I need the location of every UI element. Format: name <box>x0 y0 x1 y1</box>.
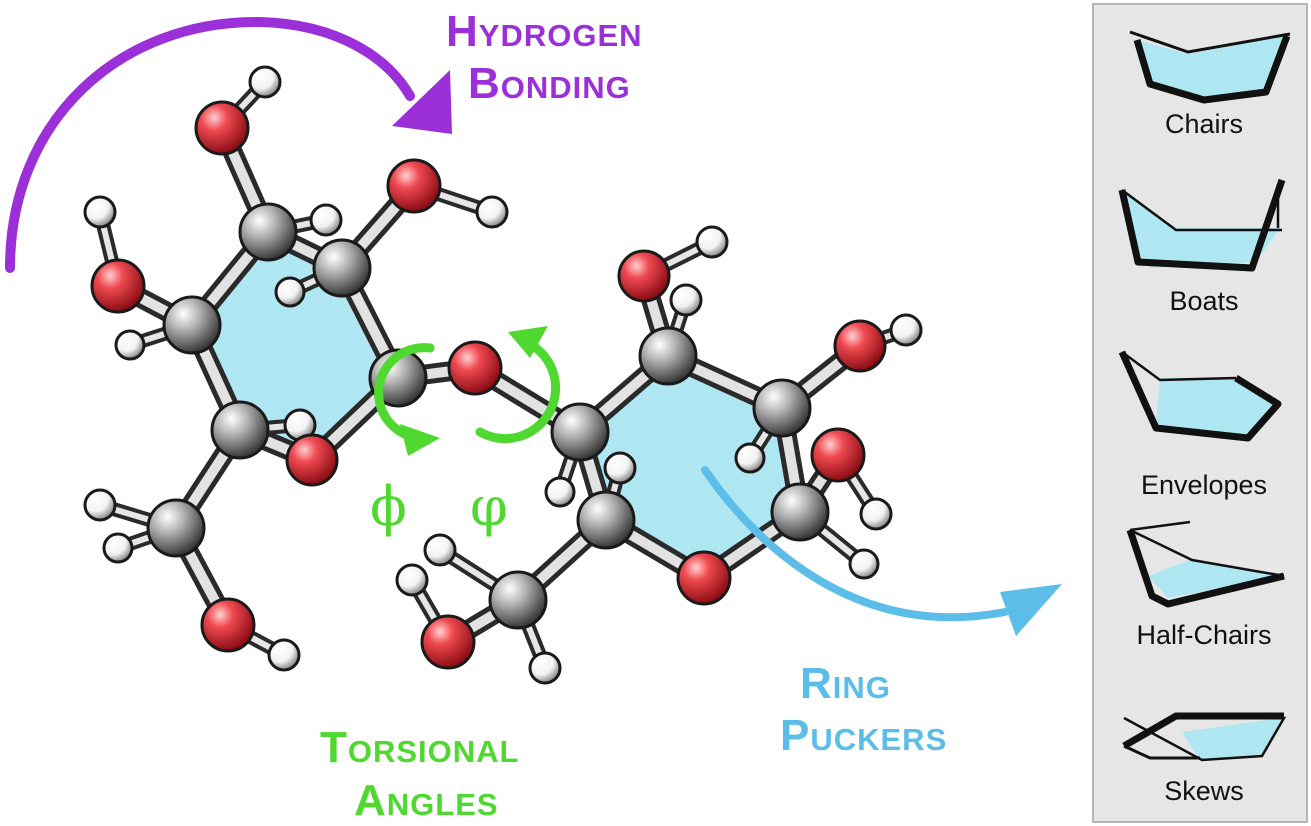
hydrogen-bonding-line-2: Bonding <box>468 59 631 108</box>
phi-symbol: ϕ <box>370 475 407 538</box>
hydrogen-atoms <box>83 65 923 685</box>
torsional-angles-line-1: Torsional <box>320 723 520 772</box>
envelope-conformation-icon <box>1118 350 1282 442</box>
ring-puckers-line-1: Ring <box>800 659 891 708</box>
torsional-angles-label: Torsional Angles <box>320 723 520 825</box>
psi-symbol: φ <box>470 475 508 538</box>
torsional-angles-line-2: Angles <box>354 776 499 825</box>
torsion-arrow-psi <box>475 326 561 444</box>
boats-label: Boats <box>1169 286 1238 316</box>
carbon-atoms <box>146 202 830 630</box>
chair-conformation-icon <box>1129 30 1291 104</box>
hydrogen-bonding-label: Hydrogen Bonding <box>446 7 643 108</box>
hydrogen-bonding-line-1: Hydrogen <box>446 7 643 56</box>
half-chairs-label: Half-Chairs <box>1136 620 1271 650</box>
ring-puckers-line-2: Puckers <box>780 711 947 760</box>
half-chair-conformation-icon <box>1126 520 1285 608</box>
skews-label: Skews <box>1164 776 1244 806</box>
envelopes-label: Envelopes <box>1141 470 1267 500</box>
ring-puckers-label: Ring Puckers <box>780 659 947 760</box>
torsion-arrow-phi <box>374 343 440 456</box>
boat-conformation-icon <box>1118 178 1286 272</box>
hydrogen-bonding-arrow <box>5 16 452 273</box>
ring-puckers-arrow <box>701 466 1062 636</box>
pucker-panel: Chairs Boats Envelopes Half-Chairs <box>1092 3 1308 823</box>
chairs-label: Chairs <box>1165 109 1243 139</box>
oxygen-atoms <box>90 100 887 670</box>
skew-conformation-icon <box>1122 712 1287 762</box>
